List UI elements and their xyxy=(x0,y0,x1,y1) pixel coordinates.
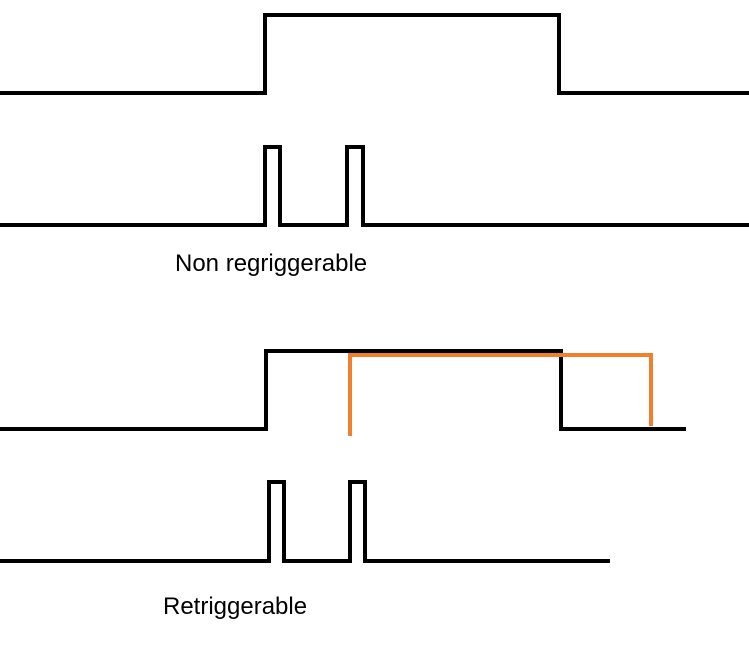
retriggerable-extended-pulse xyxy=(348,353,653,436)
retriggerable-caption: Retriggerable xyxy=(163,593,308,620)
retriggerable-trigger-trace xyxy=(0,480,610,563)
non-retriggerable-caption: Non regriggerable xyxy=(175,250,368,277)
retriggerable-output-trace xyxy=(0,349,686,431)
non-retriggerable-trigger-trace xyxy=(0,145,749,227)
non-retriggerable-output-trace xyxy=(0,13,749,95)
